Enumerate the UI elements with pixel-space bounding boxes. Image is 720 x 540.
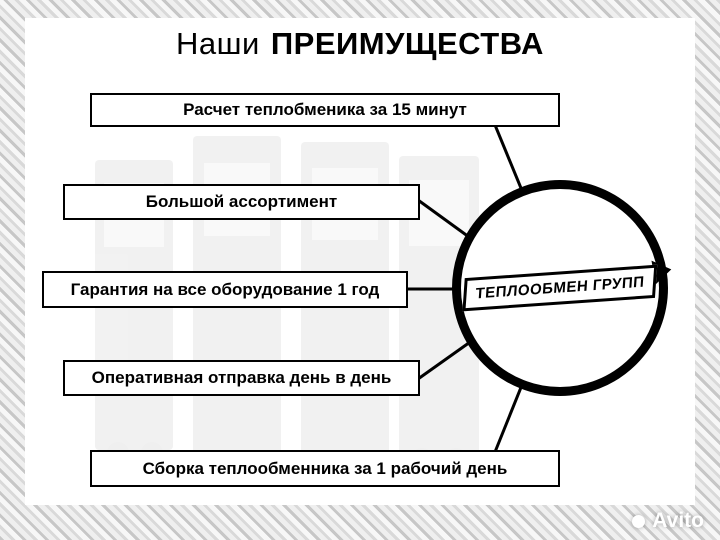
advantage-label: Сборка теплообменника за 1 рабочий день — [142, 458, 508, 478]
advantage-label: Расчет теплобменика за 15 минут — [183, 100, 467, 119]
title-emphasis: ПРЕИМУЩЕСТВА — [270, 26, 544, 61]
advantage-box-assembly: Сборка теплообменника за 1 рабочий день — [90, 450, 560, 487]
advantage-box-assortment: Большой ассортимент — [63, 184, 420, 220]
advantage-label: Гарантия на все оборудование 1 год — [70, 279, 380, 299]
avito-watermark-text: Avito — [652, 509, 704, 532]
avito-logo-icon — [632, 514, 646, 528]
company-logo: ТЕПЛООБМЕН ГРУПП — [461, 189, 659, 387]
advantage-box-warranty: Гарантия на все оборудование 1 год — [42, 271, 408, 308]
title-prefix: Наши — [176, 26, 260, 61]
advantage-box-shipping: Оперативная отправка день в день — [63, 360, 420, 396]
advantage-label: Оперативная отправка день в день — [91, 368, 392, 387]
company-logo-text: ТЕПЛООБМЕН ГРУПП — [462, 264, 658, 312]
advantage-box-calculation: Расчет теплобменика за 15 минут — [90, 93, 560, 127]
advantage-label: Большой ассортимент — [145, 192, 338, 211]
avito-watermark: Avito — [632, 509, 704, 533]
company-logo-circle: ТЕПЛООБМЕН ГРУПП — [452, 180, 668, 396]
page-title: Наши ПРЕИМУЩЕСТВА — [0, 26, 720, 62]
